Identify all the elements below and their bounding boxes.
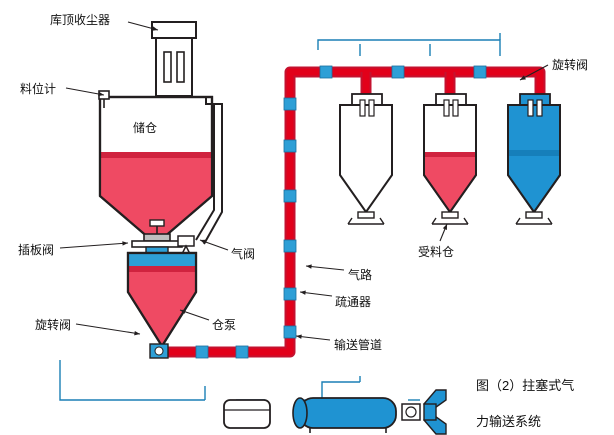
leader-dust-collector-arrow [152,26,158,31]
leader-rotary-valve-bottom [75,323,141,335]
silo-vessel [98,95,214,246]
receiving-silo-1 [339,93,393,225]
label-silo-pump: 仓泵 [212,318,237,332]
leader-lines [59,21,549,341]
silo-vent-pipe [195,97,223,245]
label-air-valve: 气阀 [231,247,256,261]
label-silo: 储仓 [133,121,158,135]
auxiliary-air-lines [59,33,501,417]
label-top-dust-collector: 库顶收尘器 [50,13,111,27]
label-air-line: 气路 [348,268,373,282]
leader-rotary-valve-top-arrow [520,75,526,80]
label-receiving-silo: 受料仓 [418,245,455,259]
receiving-silo-3 [507,93,561,225]
leader-rotary-valve-bottom-arrow [134,330,140,336]
label-rotary-valve-bottom: 旋转阀 [35,318,72,332]
leader-level-gauge [65,87,105,96]
leader-air-valve-arrow [200,239,206,244]
leader-receiving-silo-arrow [442,224,447,230]
pipe-valve-segments [195,65,487,359]
air-tank-box [223,399,271,429]
leader-level-gauge-arrow [98,91,104,97]
silo-pump [126,251,198,349]
pump-motor-unit [401,389,447,435]
dust-collector [151,21,197,97]
label-conveying-pipe: 输送管道 [334,338,383,352]
figure-caption-line-1: 图（2）拄塞式气 [476,378,575,393]
rotary-valve-bottom [149,343,169,359]
leader-conveying-pipe-arrow [296,334,302,339]
air-compressor-cylinder [292,397,397,433]
label-level-gauge: 料位计 [20,82,57,96]
label-dredger: 疏通器 [335,295,372,309]
leader-plate-valve [59,242,129,249]
leader-dredger-arrow [300,290,306,295]
leader-conveying-pipe [295,335,331,341]
leader-air-line [305,265,345,271]
leader-air-line-arrow [306,264,312,269]
figure-caption-line-2: 力输送系统 [476,414,542,430]
leader-plate-valve-arrow [122,241,128,246]
label-rotary-valve-top: 旋转阀 [552,58,589,72]
figure-caption: 图（2）拄塞式气 力输送系统 [476,378,606,431]
receiving-silo-2 [423,93,477,225]
label-plate-valve: 插板阀 [18,243,55,257]
leader-silo-pump-arrow [180,309,186,314]
